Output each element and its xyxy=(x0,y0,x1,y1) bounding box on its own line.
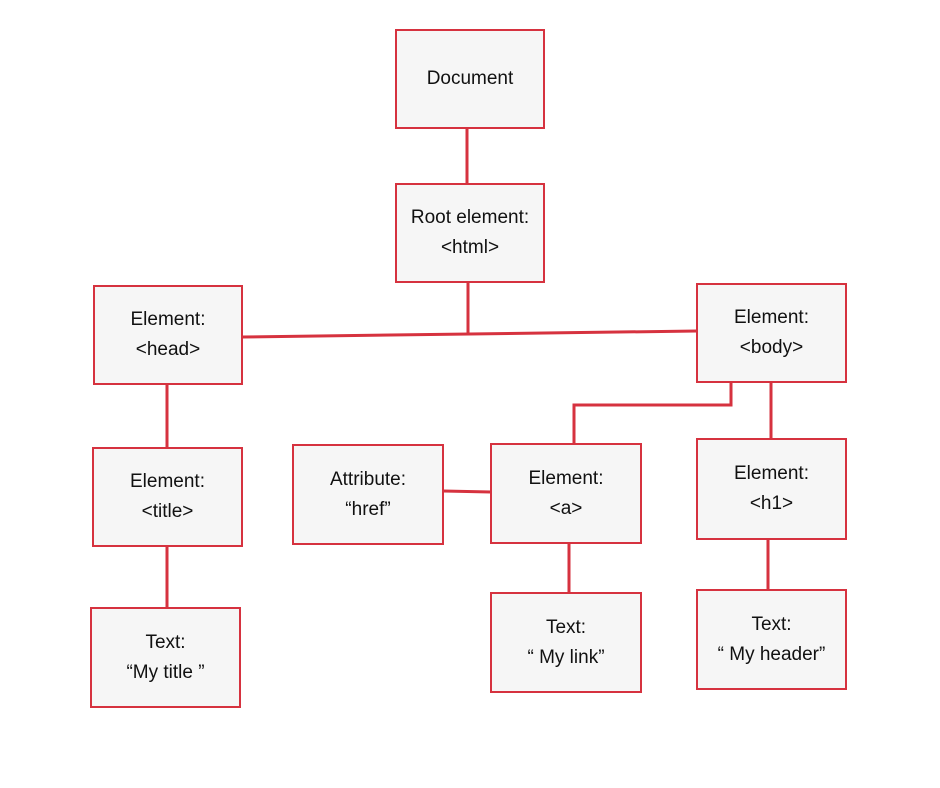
node-head-label: Element: xyxy=(130,309,206,330)
node-element-body: Element: <body> xyxy=(696,283,847,383)
node-anchor-label: Element: xyxy=(528,467,604,489)
node-head-tag: <head> xyxy=(135,339,201,360)
node-root-label: Root element: xyxy=(410,207,530,228)
node-text-header: Text: “ My header” xyxy=(696,589,847,690)
connector-head-body xyxy=(241,329,698,339)
node-document: Document xyxy=(395,29,545,129)
node-attribute-href: Attribute: “href” xyxy=(292,444,444,545)
node-element-h1: Element: <h1> xyxy=(696,438,847,540)
node-text-title: Text: “My title ” xyxy=(90,607,241,708)
node-attribute-value: “href” xyxy=(345,498,391,520)
node-element-title: Element: <title> xyxy=(92,447,243,547)
node-text-header-label: Text: xyxy=(751,613,792,635)
node-attribute-label: Attribute: xyxy=(329,468,407,490)
node-body-label: Element: xyxy=(734,307,809,328)
node-text-title-value: “My title ” xyxy=(126,661,205,683)
node-title-tag: <title> xyxy=(141,501,194,522)
node-text-link: Text: “ My link” xyxy=(490,592,642,693)
node-title-label: Element: xyxy=(130,471,205,492)
node-element-a: Element: <a> xyxy=(490,443,642,544)
connector-attribute-anchor xyxy=(442,489,492,494)
node-h1-label: Element: xyxy=(734,463,809,484)
node-root-tag: <html> xyxy=(440,237,500,258)
node-text-title-label: Text: xyxy=(145,631,186,653)
connector-body-anchor xyxy=(572,383,733,444)
node-element-head: Element: <head> xyxy=(93,285,243,385)
node-text-link-label: Text: xyxy=(545,616,587,638)
node-document-label: Document xyxy=(426,68,514,89)
node-anchor-tag: <a> xyxy=(549,497,583,519)
node-h1-tag: <h1> xyxy=(749,493,794,514)
node-text-link-value: “ My link” xyxy=(527,646,605,668)
node-root-element: Root element: <html> xyxy=(395,183,545,283)
node-body-tag: <body> xyxy=(739,337,804,358)
node-text-header-value: “ My header” xyxy=(717,643,826,665)
